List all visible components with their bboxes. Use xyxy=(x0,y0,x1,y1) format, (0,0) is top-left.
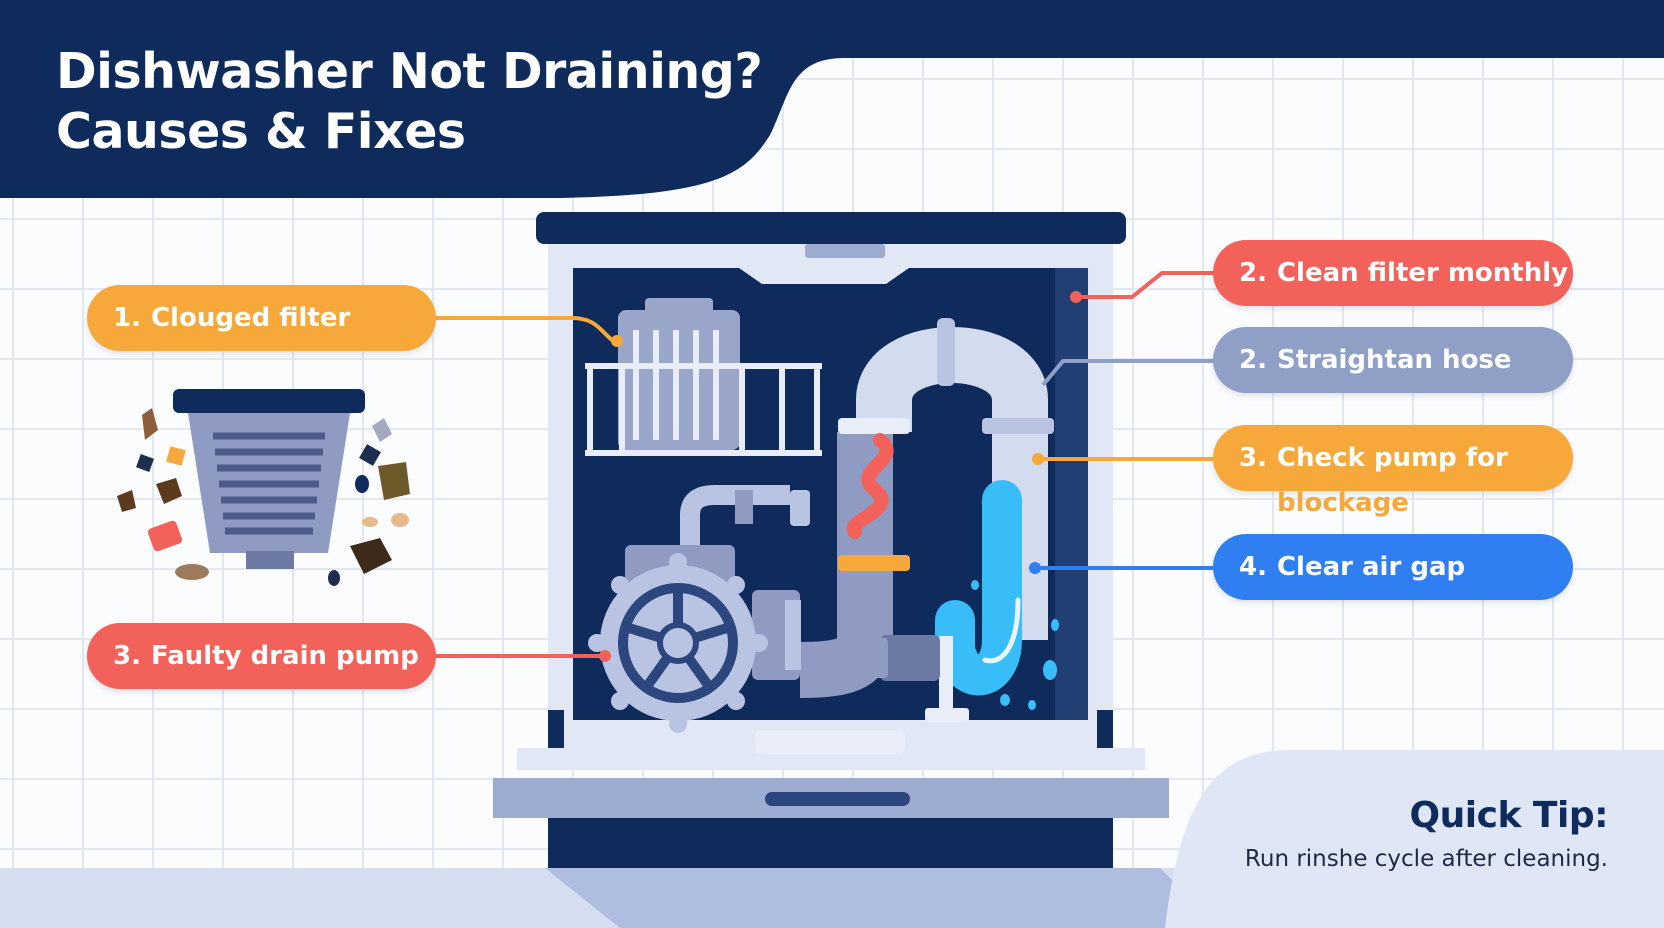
dishwasher-illustration xyxy=(493,212,1169,868)
quick-tip-title: Quick Tip: xyxy=(1409,795,1609,836)
fix-number: 3. xyxy=(1239,443,1267,473)
fix-label: Check pump for xyxy=(1276,443,1508,473)
fix-label: Straightan hose xyxy=(1276,345,1512,375)
fix-clear-air-gap: 4. Clear air gap xyxy=(1213,534,1573,600)
drain-hose-icon xyxy=(799,318,1054,722)
cause-faulty-drain-pump: 3. Faulty drain pump xyxy=(87,623,436,689)
connector-lines xyxy=(436,271,1213,662)
fix-number: 2. xyxy=(1239,258,1267,288)
fix-straighten-hose: 2. Straightan hose xyxy=(1213,327,1573,393)
fix-check-pump: 3. Check pump for xyxy=(1213,425,1573,491)
fix-check-pump-overflow: blockage xyxy=(1277,488,1409,518)
debris-icon xyxy=(117,389,410,586)
cause-number: 3. xyxy=(113,641,141,671)
header-banner xyxy=(0,0,1664,198)
fix-number: 2. xyxy=(1239,345,1267,375)
cause-number: 1. xyxy=(113,303,141,333)
floor-shadow xyxy=(545,868,1220,928)
fix-label: Clean filter monthly xyxy=(1276,258,1569,288)
fix-clean-filter: 2. Clean filter monthly xyxy=(1213,240,1573,306)
quick-tip-blob xyxy=(1165,750,1664,928)
page-title: Dishwasher Not Draining? Causes & Fixes xyxy=(56,42,763,162)
cause-label: Clouged filter xyxy=(150,303,351,333)
quick-tip-text: Run rinshe cycle after cleaning. xyxy=(1244,846,1608,872)
drain-pump-icon xyxy=(588,485,940,733)
title-line-2: Causes & Fixes xyxy=(56,103,466,160)
title-line-1: Dishwasher Not Draining? xyxy=(56,43,763,100)
cause-clogged-filter: 1. Clouged filter xyxy=(87,285,436,351)
cause-label: Faulty drain pump xyxy=(150,641,419,671)
fix-label: Clear air gap xyxy=(1276,552,1466,582)
fix-number: 4. xyxy=(1239,552,1267,582)
filter-basket-icon xyxy=(585,298,822,456)
water-drop-icon xyxy=(960,556,1059,710)
